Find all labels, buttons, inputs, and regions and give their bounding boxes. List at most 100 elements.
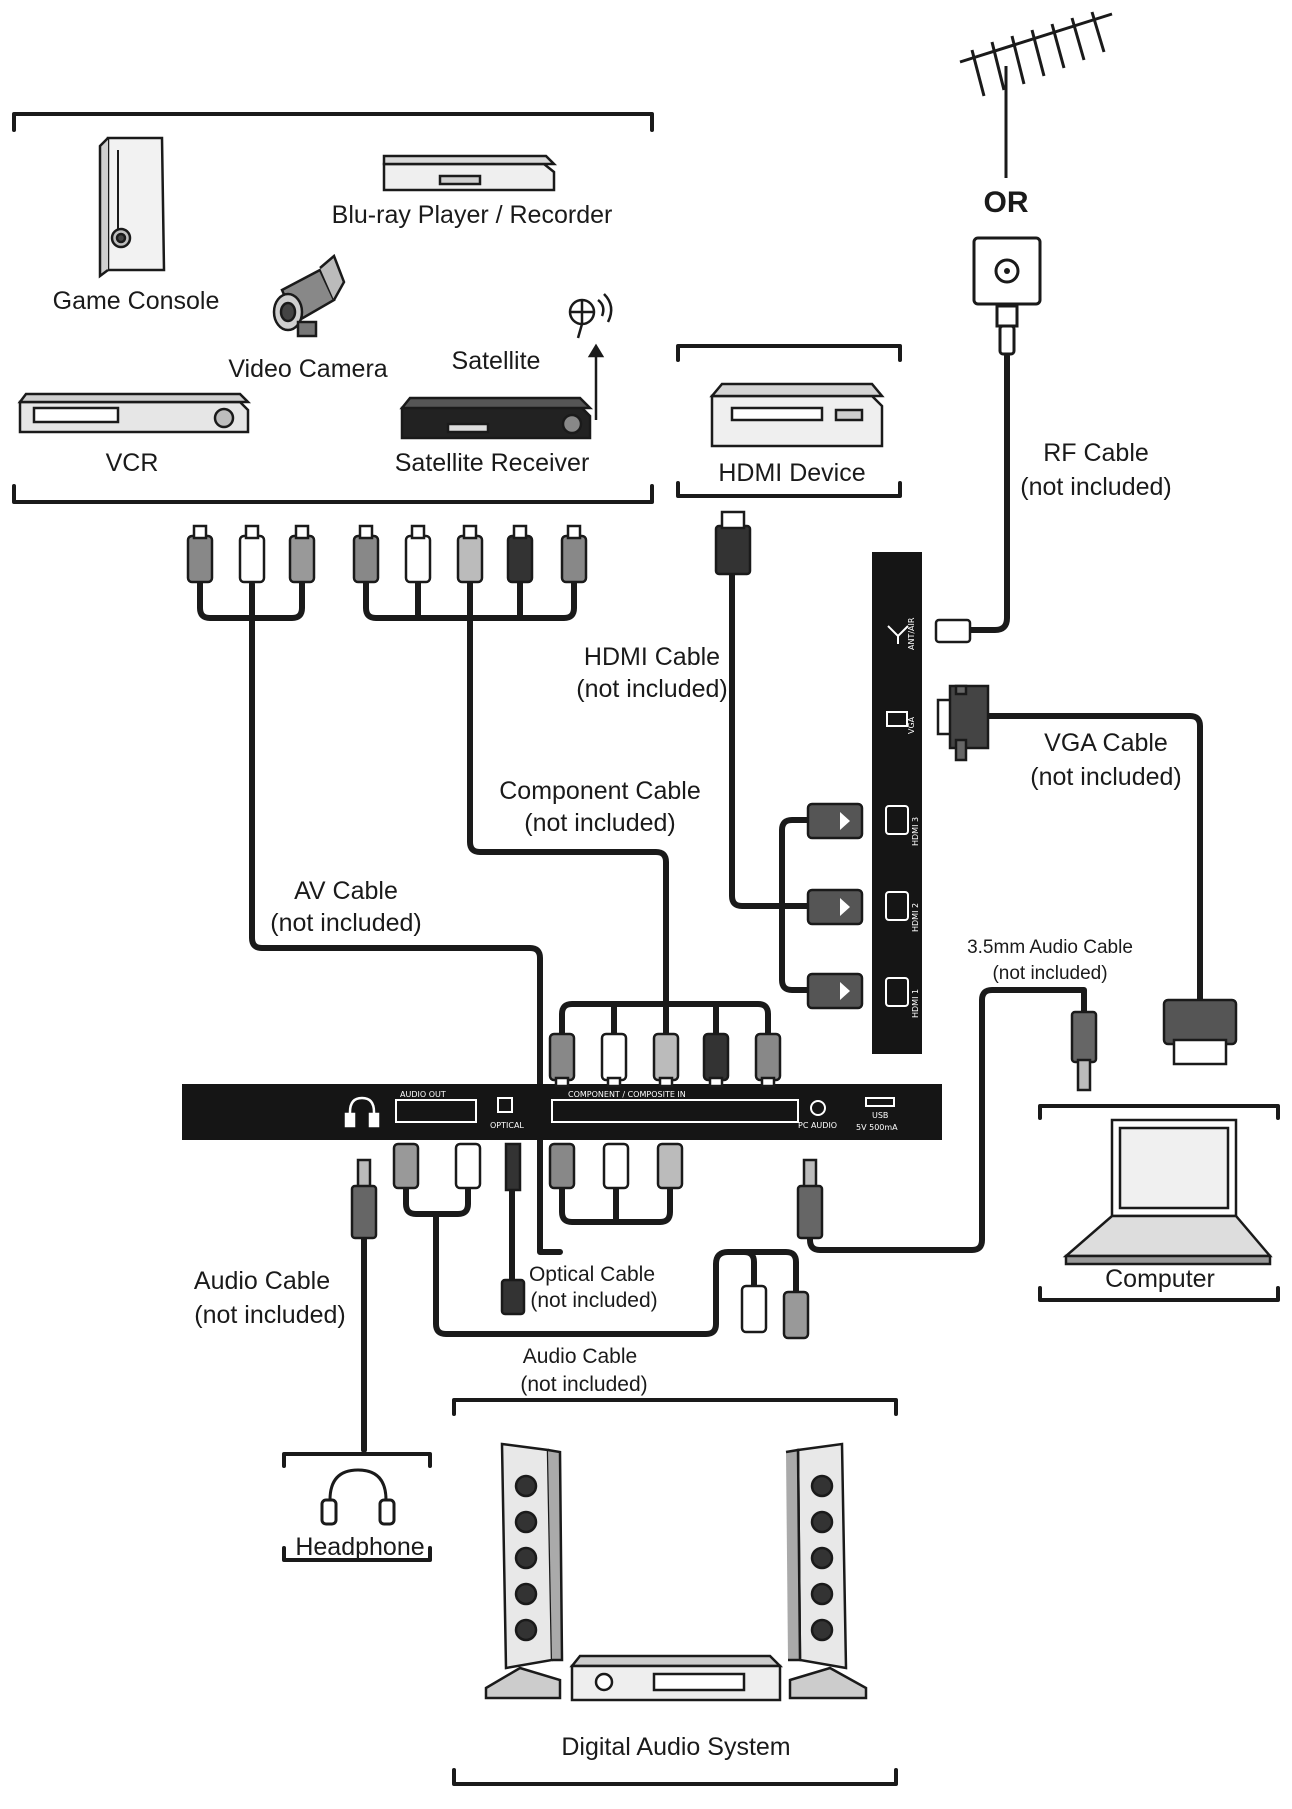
bracket-audio-system-top bbox=[452, 1398, 898, 1416]
satellite-label: Satellite bbox=[451, 347, 541, 375]
audio-out-port-label: AUDIO OUT bbox=[400, 1090, 446, 1099]
pc-audio-plug-icon bbox=[796, 1158, 824, 1240]
hdmi-cable-label: HDMI Cable bbox=[583, 643, 721, 671]
av-plug-red-icon bbox=[288, 524, 316, 584]
optical-cable-label: Optical Cable bbox=[528, 1263, 656, 1286]
hdmi-branch bbox=[779, 817, 811, 993]
audio-out-cable bbox=[403, 1177, 799, 1337]
vga-cable-note: (not included) bbox=[1030, 763, 1182, 791]
audio-35-cable-note: (not included) bbox=[992, 963, 1108, 984]
tv-bottom-panel: AUDIO OUT OPTICAL COMPONENT / COMPOSITE … bbox=[182, 1084, 942, 1140]
rf-cable-note: (not included) bbox=[1020, 473, 1172, 501]
hdmi-side-plug-1-icon bbox=[806, 972, 864, 1010]
component-in-plug-3-icon bbox=[652, 1032, 680, 1088]
usb-power-label: 5V 500mA bbox=[856, 1123, 898, 1132]
antenna-icon bbox=[959, 11, 1113, 178]
antenna-port-icon bbox=[887, 625, 909, 644]
bracket-headphone-top bbox=[282, 1452, 432, 1468]
vga-computer-connector-icon bbox=[1162, 998, 1238, 1066]
hdmi-cable bbox=[729, 569, 811, 909]
hdmi-device-icon bbox=[709, 382, 885, 448]
vga-cable-label: VGA Cable bbox=[1044, 729, 1168, 757]
audio-receiver-icon bbox=[569, 1654, 784, 1702]
blu-ray-player-icon bbox=[382, 154, 558, 192]
vcr-label: VCR bbox=[105, 449, 159, 477]
usb-port-label: USB bbox=[872, 1111, 888, 1120]
component-out-plug-1-icon bbox=[548, 1142, 576, 1190]
component-in-plug-4-icon bbox=[702, 1032, 730, 1088]
rf-plug-icon bbox=[934, 618, 972, 644]
rf-cable bbox=[967, 353, 1010, 633]
bracket-audio-system-bottom bbox=[452, 1768, 898, 1786]
av-plug-yellow-icon bbox=[186, 524, 214, 584]
audio-cable-left-note: (not included) bbox=[194, 1301, 346, 1329]
game-console-label: Game Console bbox=[52, 287, 220, 315]
hdmi-cable-note: (not included) bbox=[576, 675, 728, 703]
vga-port-icon bbox=[886, 711, 908, 727]
right-speaker-icon bbox=[785, 1442, 868, 1700]
optical-port-label: OPTICAL bbox=[490, 1121, 524, 1130]
headphone-plug-icon bbox=[350, 1158, 378, 1240]
component-in-plug-5-icon bbox=[754, 1032, 782, 1088]
vga-cable bbox=[985, 713, 1203, 1003]
rf-cable-label: RF Cable bbox=[1043, 439, 1149, 467]
audio-cable-center-note: (not included) bbox=[520, 1373, 648, 1396]
av-cable bbox=[197, 577, 563, 1255]
or-label: OR bbox=[983, 186, 1029, 219]
component-in-plug-1-icon bbox=[548, 1032, 576, 1088]
game-console-icon bbox=[98, 136, 166, 279]
component-out-plug-2-icon bbox=[602, 1142, 630, 1190]
hdmi-device-label: HDMI Device bbox=[718, 459, 866, 487]
component-cable bbox=[363, 577, 669, 1003]
video-camera-icon bbox=[272, 253, 346, 338]
headphone-icon bbox=[320, 1468, 396, 1526]
audio-out-plug-left-icon bbox=[392, 1142, 420, 1190]
wall-antenna-jack-icon bbox=[972, 236, 1042, 356]
component-plug-1-icon bbox=[352, 524, 380, 584]
audio-rca-plug-white-icon bbox=[740, 1284, 768, 1334]
antenna-port-label: ANT/AIR bbox=[907, 617, 916, 650]
audio-35-plug-icon bbox=[1070, 1010, 1098, 1092]
bracket-computer-bottom bbox=[1038, 1286, 1280, 1302]
bracket-source-devices-bottom bbox=[12, 484, 654, 504]
hdmi1-port-label: HDMI 1 bbox=[911, 989, 920, 1018]
audio-rca-plug-red-icon bbox=[782, 1290, 810, 1340]
audio-cable-center-label: Audio Cable bbox=[522, 1345, 638, 1368]
left-speaker-icon bbox=[484, 1442, 564, 1700]
vga-plug-icon bbox=[936, 684, 990, 762]
blu-ray-label: Blu-ray Player / Recorder bbox=[331, 201, 613, 229]
component-plug-4-icon bbox=[506, 524, 534, 584]
hdmi3-port-label: HDMI 3 bbox=[911, 817, 920, 846]
bracket-computer-top bbox=[1038, 1104, 1280, 1120]
vga-port-label: VGA bbox=[907, 716, 916, 734]
bracket-source-devices bbox=[12, 112, 654, 132]
bracket-hdmi-device-top bbox=[676, 344, 902, 362]
audio-35-cable-label: 3.5mm Audio Cable bbox=[967, 937, 1133, 958]
audio-35-cable bbox=[807, 987, 1087, 1253]
component-in-port-label: COMPONENT / COMPOSITE IN bbox=[568, 1090, 686, 1099]
pc-audio-port-label: PC AUDIO bbox=[798, 1121, 837, 1130]
tv-side-panel: ANT/AIR VGA HDMI 3 HDMI 2 HDMI 1 bbox=[872, 552, 922, 1054]
headphone-label: Headphone bbox=[295, 1533, 425, 1561]
bracket-headphone-bottom bbox=[282, 1546, 432, 1562]
component-cable-label: Component Cable bbox=[499, 777, 701, 805]
computer-icon bbox=[1062, 1118, 1273, 1266]
component-plug-2-icon bbox=[404, 524, 432, 584]
component-cable-note: (not included) bbox=[524, 809, 676, 837]
hdmi1-port-icon bbox=[885, 977, 909, 1007]
headphone-port-icon bbox=[344, 1096, 380, 1128]
vcr-icon bbox=[17, 392, 252, 434]
satellite-receiver-icon bbox=[399, 396, 594, 440]
component-plug-5-icon bbox=[560, 524, 588, 584]
audio-out-plug-right-icon bbox=[454, 1142, 482, 1190]
hdmi-side-plug-3-icon bbox=[806, 802, 864, 840]
hdmi2-port-label: HDMI 2 bbox=[911, 903, 920, 932]
optical-cable-note: (not included) bbox=[530, 1289, 658, 1312]
hdmi2-port-icon bbox=[885, 891, 909, 921]
hdmi-side-plug-2-icon bbox=[806, 888, 864, 926]
satellite-dish-icon bbox=[568, 293, 613, 420]
optical-plug-icon bbox=[500, 1142, 526, 1316]
av-cable-label: AV Cable bbox=[294, 877, 398, 905]
